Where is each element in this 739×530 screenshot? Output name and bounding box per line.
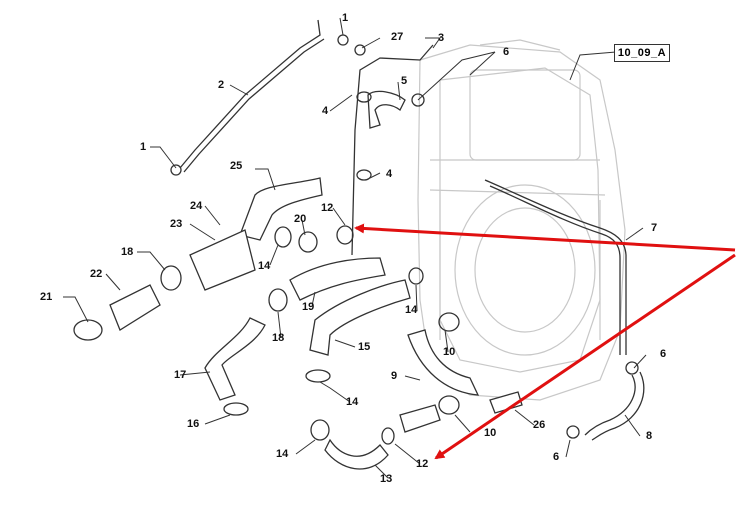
callout-label: 13 [380,473,392,485]
callout-label: 20 [294,213,306,225]
hose-23-22 [109,229,256,331]
callout-label: 4 [322,105,329,117]
callout-label: 3 [438,32,444,44]
hose-9 [407,329,480,396]
callout-label: 26 [533,419,545,431]
hose-17 [204,317,266,401]
hose-26 [489,391,523,414]
callout-label: 25 [230,160,242,172]
callout-label: 16 [187,418,199,430]
callout-label: 14 [346,396,359,408]
callout-label: 6 [553,451,559,463]
callout-label: 24 [190,200,203,212]
callout-label: 1 [140,141,146,153]
callout-label: 10 [443,346,455,358]
callout-label: 7 [651,222,657,234]
callout-label: 21 [40,291,52,303]
hose-15 [309,279,411,356]
callout-label: 18 [272,332,284,344]
radiator-frame [417,39,626,401]
clamps [73,34,639,445]
callout-label: 12 [416,458,428,470]
reference-code-box: 10_09_A [614,44,670,62]
tube-3 [351,44,434,256]
callout-label: 17 [174,369,186,381]
hose-25 [239,177,323,241]
callout-label: 2 [218,79,224,91]
callout-label: 8 [646,430,652,442]
hose-13 [324,438,389,470]
callout-label: 14 [405,304,418,316]
leader-lines [63,17,647,479]
callout-label: 6 [660,348,666,360]
callout-label: 22 [90,268,102,280]
callout-label: 14 [258,260,271,272]
hose-19 [289,257,386,301]
tube-2 [179,19,325,173]
callout-label: 15 [358,341,370,353]
highlight-arrows [354,223,736,460]
callout-label: 10 [484,427,496,439]
pipe-group-7 [484,179,627,355]
callout-label: 4 [386,168,393,180]
callout-label: 6 [503,46,509,58]
hose-5 [367,90,406,129]
callout-label: 19 [302,301,314,313]
callout-label: 18 [121,246,133,258]
red-arrow-to-12-upper [354,223,736,252]
callout-labels: 1 1 2 3 4 4 5 6 6 6 7 8 9 10 10 12 12 13… [40,12,666,485]
callout-label: 14 [276,448,289,460]
red-arrow-to-12-lower [434,253,736,460]
callout-label: 27 [391,31,403,43]
callout-label: 5 [401,75,407,87]
callout-label: 9 [391,370,397,382]
connector-12 [399,404,441,433]
callout-label: 1 [342,12,348,24]
callout-label: 12 [321,202,333,214]
hose-8 [584,371,645,441]
callout-label: 23 [170,218,182,230]
